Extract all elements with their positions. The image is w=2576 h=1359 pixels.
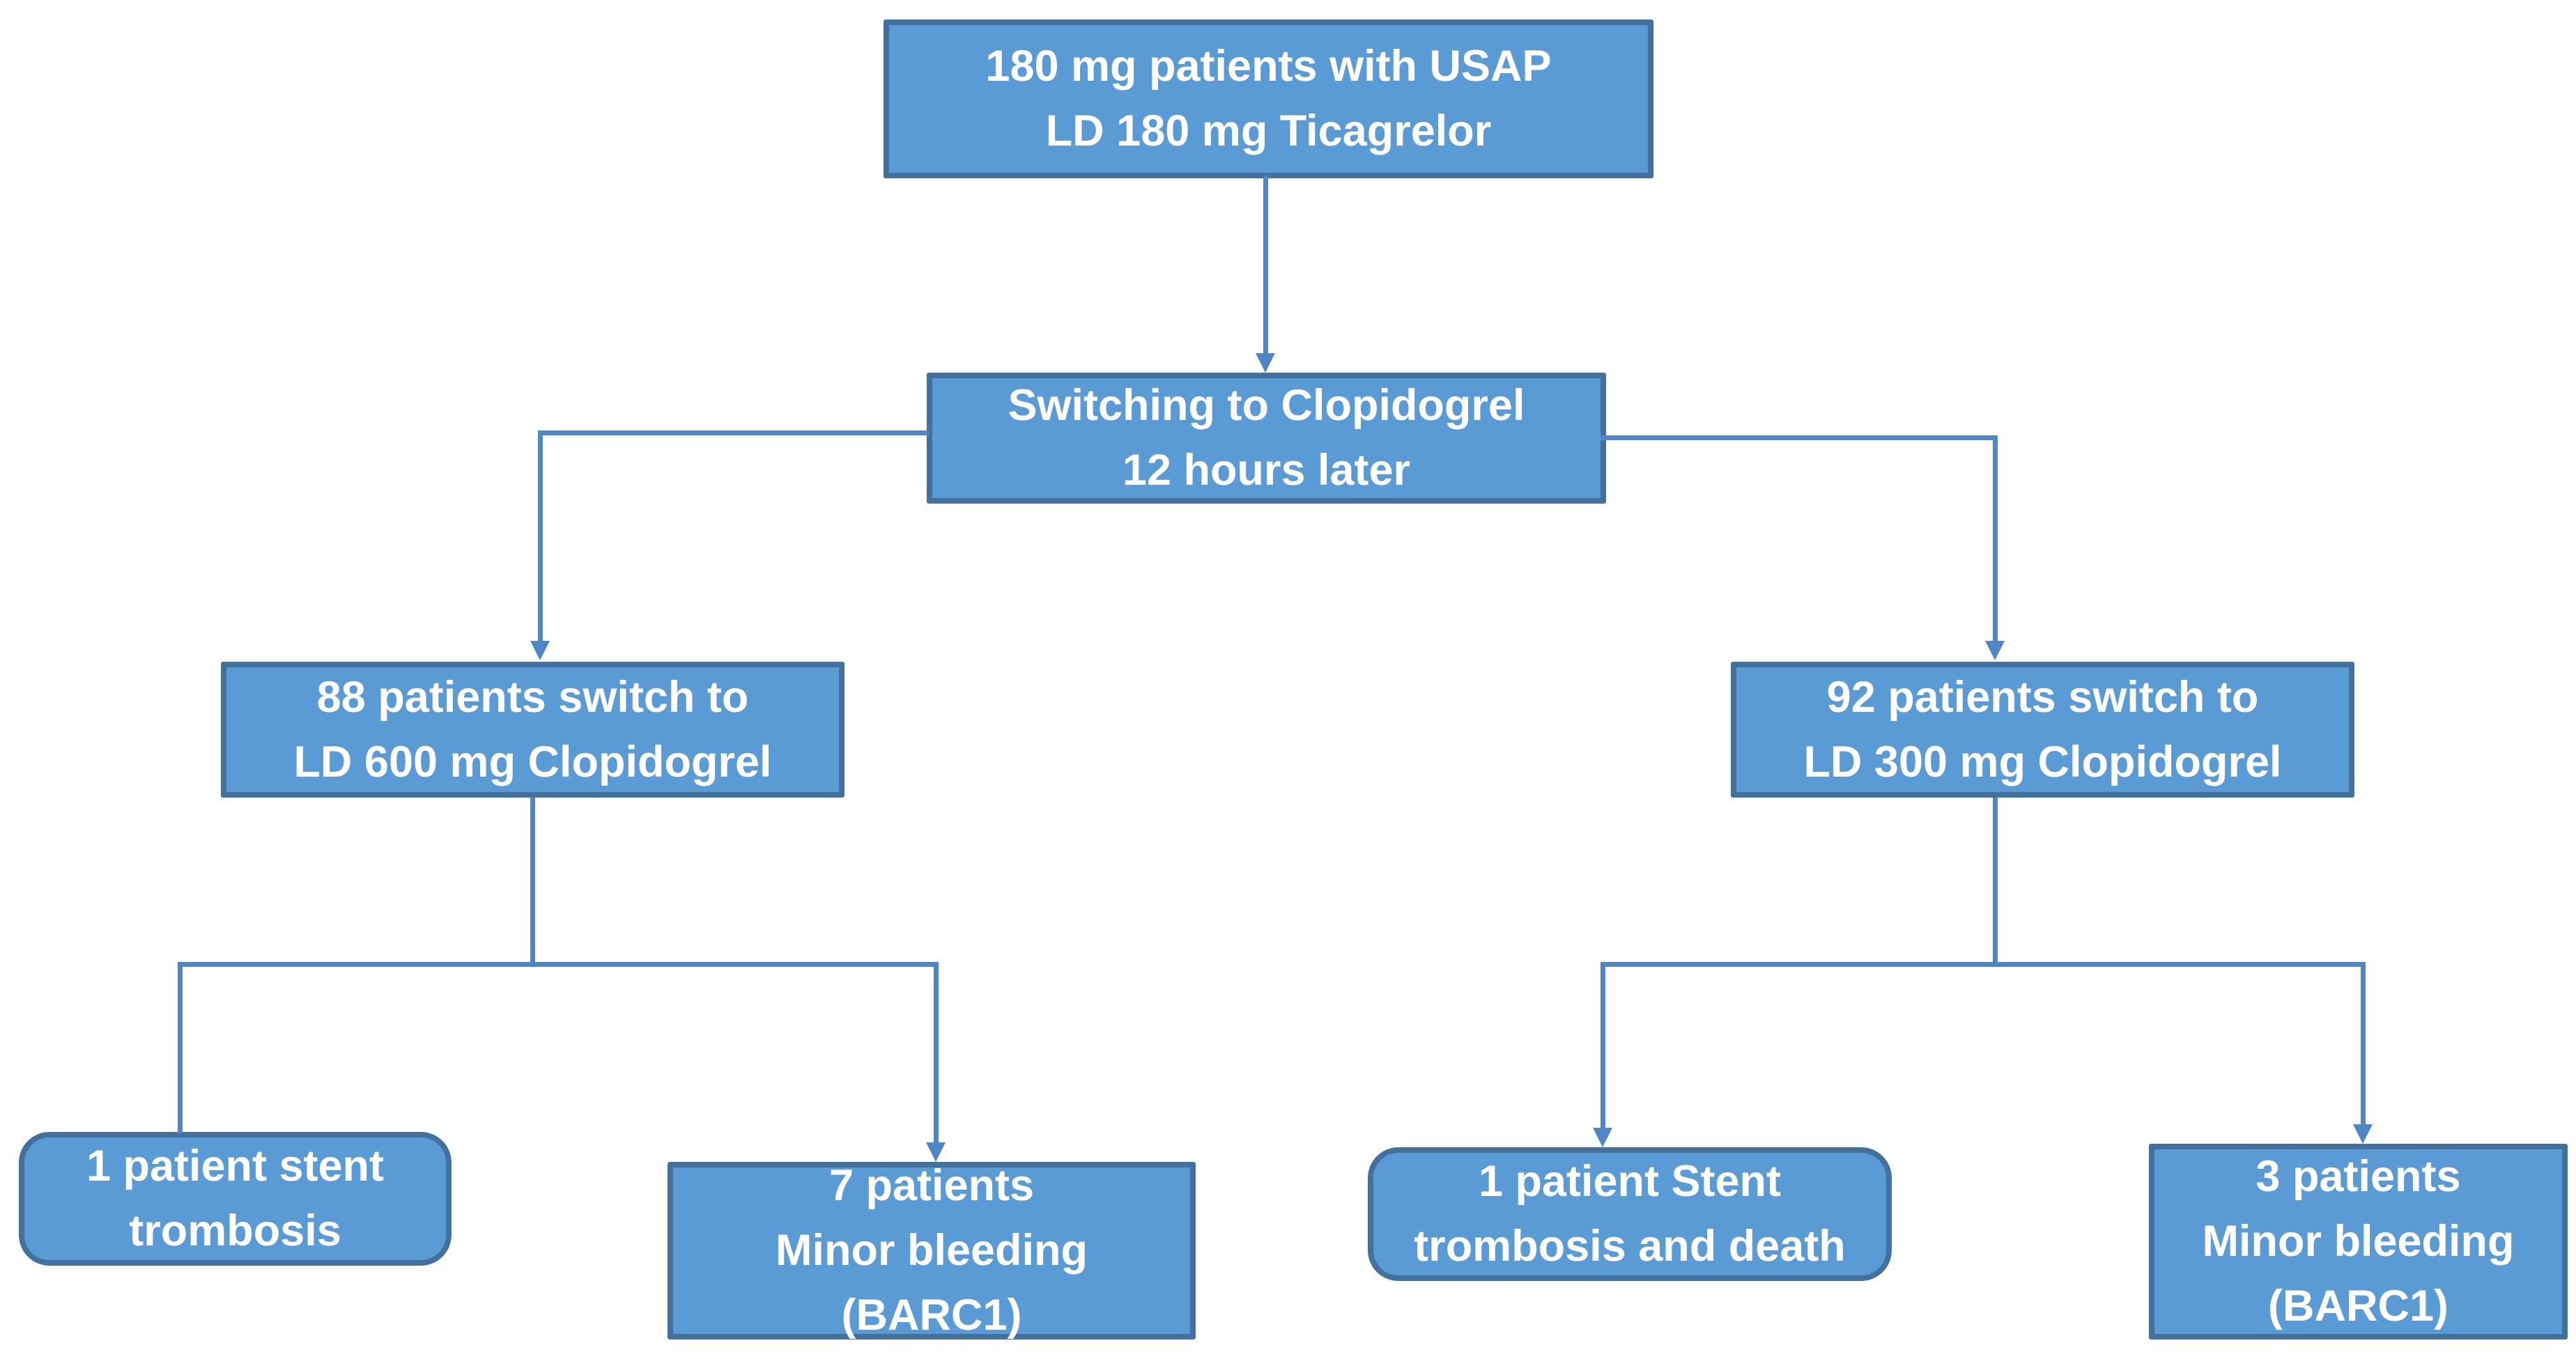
connector-ld600-stem-line (530, 798, 535, 967)
connector-ld600-to-stent-trombosis-line (178, 962, 183, 1133)
node-minor-bleeding-left: 7 patients Minor bleeding (BARC1) (668, 1161, 1196, 1339)
node-line: LD 300 mg Clopidogrel (1803, 737, 2282, 786)
connector-ld300-to-stent-trombosis-death-line (1601, 962, 1605, 1128)
node-ticagrelor: 180 mg patients with USAP LD 180 mg Tica… (884, 20, 1653, 178)
node-ld300-clopidogrel: 92 patients switch to LD 300 mg Clopidog… (1731, 662, 2354, 798)
connector-ld600-branch-horizontal-line (178, 962, 939, 967)
connector-switching-to-ld300-vertical-line (1993, 435, 1998, 641)
node-line: (BARC1) (2268, 1282, 2448, 1330)
connector-ld300-to-minor-bleeding-line (2361, 962, 2366, 1124)
node-line: (BARC1) (841, 1291, 1022, 1339)
connector-ticagrelor-to-switching-line (1263, 176, 1268, 353)
arrow-down-icon (926, 1142, 946, 1162)
node-line: trombosis (129, 1206, 341, 1255)
node-line: 1 patient Stent (1478, 1157, 1782, 1206)
arrow-down-icon (2353, 1124, 2373, 1144)
node-line: 1 patient stent (86, 1142, 385, 1190)
arrow-down-icon (530, 641, 550, 660)
connector-ld300-branch-horizontal-line (1601, 962, 2366, 967)
node-line: 12 hours later (1122, 446, 1411, 495)
node-line: 180 mg patients with USAP (985, 42, 1552, 91)
connector-switching-to-ld300-horizontal-line (1601, 435, 1998, 440)
node-stent-trombosis-left: 1 patient stent trombosis (19, 1132, 452, 1266)
node-line: Minor bleeding (776, 1226, 1088, 1275)
arrow-down-icon (1593, 1128, 1612, 1147)
node-line: Switching to Clopidogrel (1008, 381, 1525, 430)
connector-ld600-to-minor-bleeding-line (934, 962, 939, 1142)
node-line: 88 patients switch to (316, 672, 749, 722)
connector-switching-to-ld600-vertical-line (538, 430, 543, 641)
connector-ld300-stem-line (1993, 798, 1998, 967)
node-stent-trombosis-death-right: 1 patient Stent trombosis and death (1368, 1147, 1892, 1281)
node-ld600-clopidogrel: 88 patients switch to LD 600 mg Clopidog… (221, 662, 844, 798)
node-line: Minor bleeding (2202, 1217, 2515, 1266)
node-switching: Switching to Clopidogrel 12 hours later (927, 373, 1606, 504)
node-line: LD 600 mg Clopidogrel (293, 737, 772, 786)
node-line: LD 180 mg Ticagrelor (1045, 107, 1492, 155)
node-line: 92 patients switch to (1826, 672, 2259, 722)
connector-switching-to-ld600-horizontal-line (540, 430, 929, 435)
node-line: 7 patients (828, 1161, 1035, 1210)
arrow-down-icon (1256, 353, 1275, 373)
node-line: 3 patients (2255, 1152, 2461, 1201)
node-line: trombosis and death (1414, 1222, 1846, 1271)
arrow-down-icon (1985, 641, 2005, 660)
node-minor-bleeding-right: 3 patients Minor bleeding (BARC1) (2149, 1144, 2568, 1339)
